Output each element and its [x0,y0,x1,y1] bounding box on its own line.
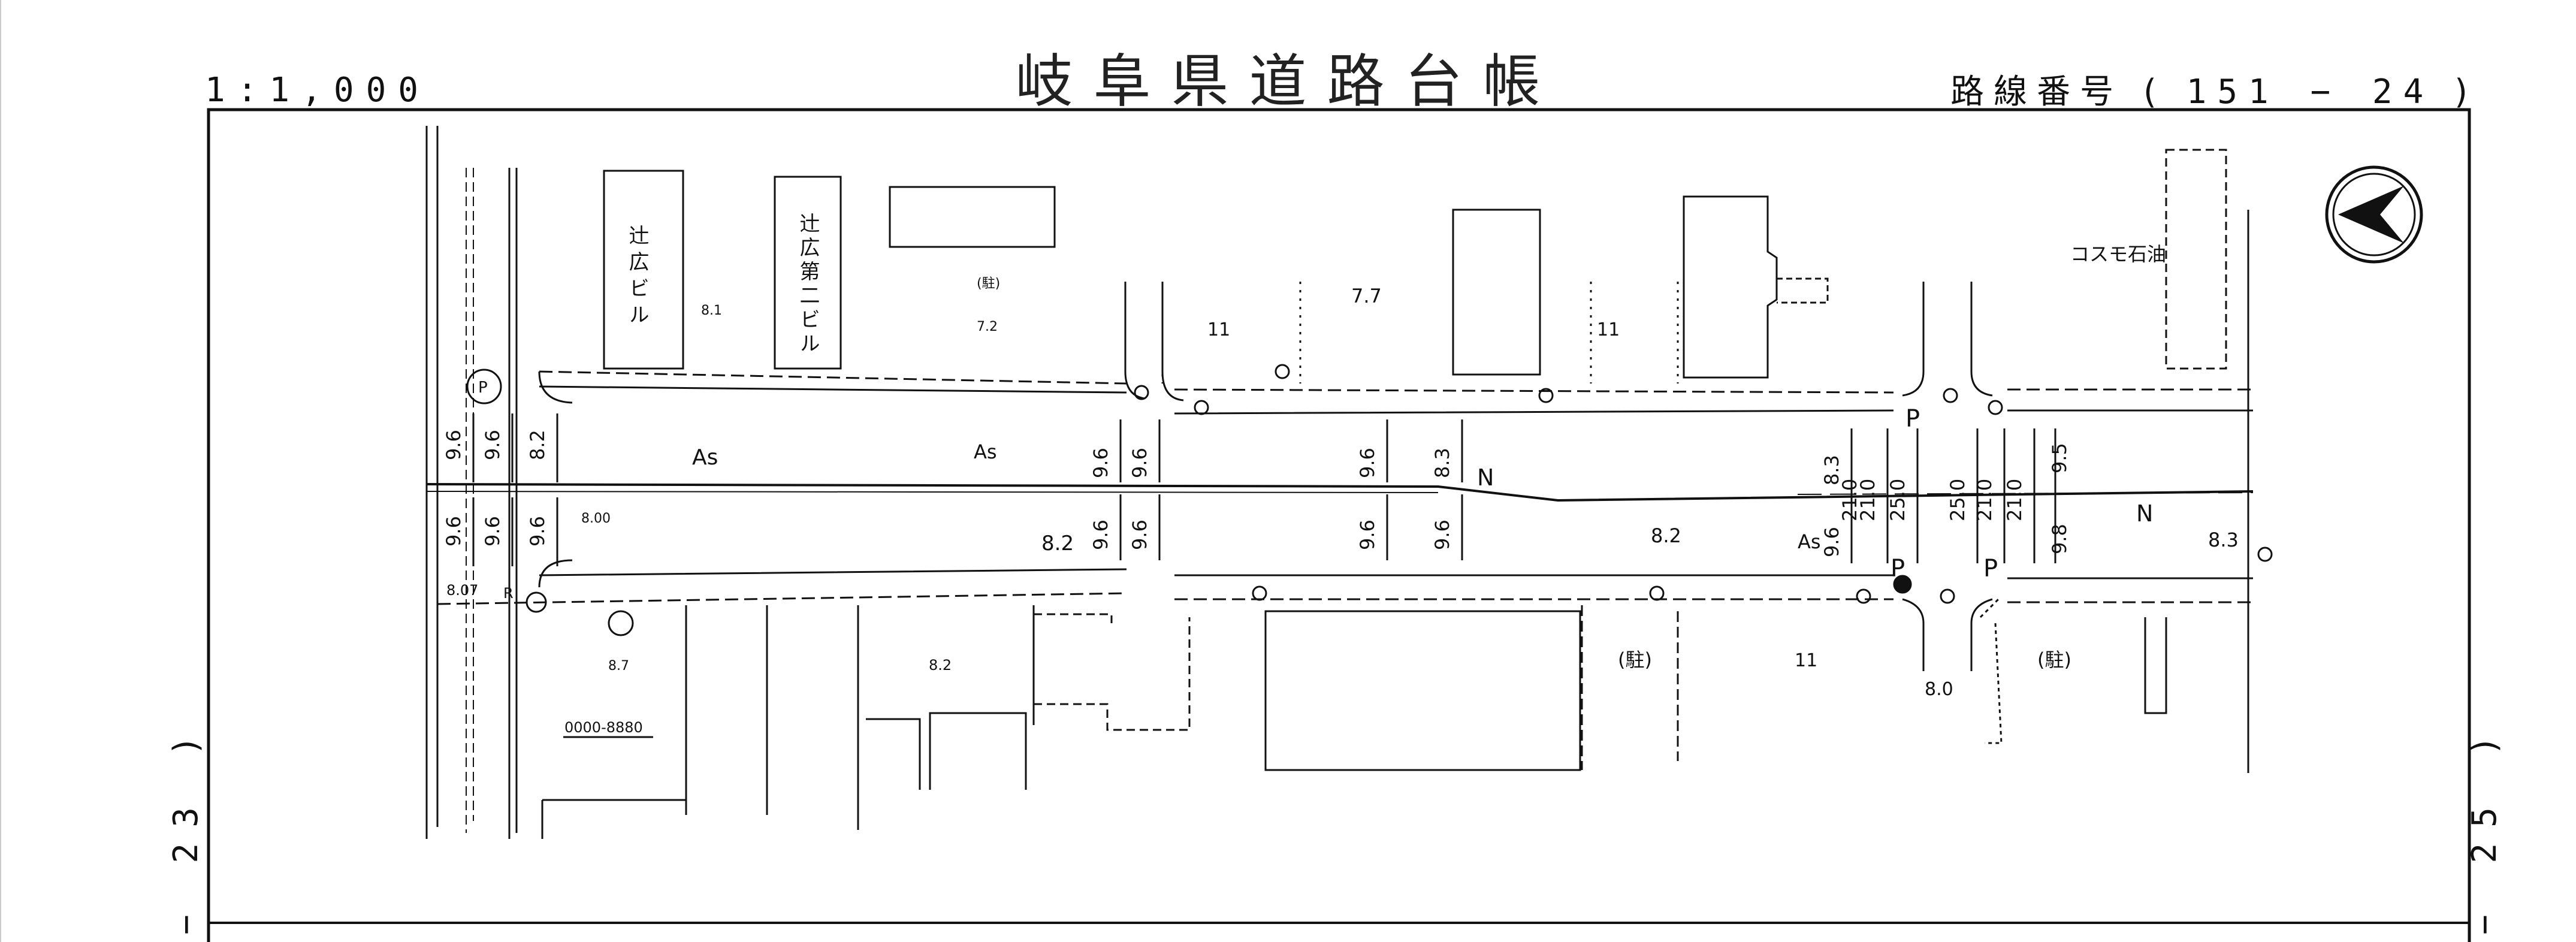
phone-number-label: 0000-8880 [564,719,643,736]
elevation-label: 8.2 [1041,532,1074,555]
pavement-label: As [1798,530,1821,553]
parking-label: (駐) [2037,648,2071,671]
elevation-label: 7.7 [1351,285,1382,307]
lane-width: 9.5 [2048,443,2071,473]
pavement-label: As [974,440,997,463]
lane-width: 9.6 [481,430,504,460]
route-number-label: 路線番号 ( 151 − 24 ) [1950,65,2477,113]
lane-width: 9.6 [526,516,549,547]
route-close-paren: ) [2454,73,2477,111]
direction-label: N [2136,500,2153,527]
tsujihiro-building-outline [603,170,684,370]
lane-width: 9.6 [1820,527,1843,557]
parking-mark: P [1905,405,1920,433]
elevation-label: 8.00 [581,511,611,526]
lane-width: 21.0 [2003,479,2026,521]
parking-mark: P [1891,555,1905,582]
elevation-label: 7.2 [977,319,998,334]
elevation-label: 8.7 [608,659,629,674]
lane-width: 9.6 [1356,448,1379,478]
lane-width: 9.6 [442,516,465,547]
parking-mark: P [1983,555,1998,582]
lane-width: 21.0 [1973,479,1996,521]
elevation-label: 8.2 [1651,524,1681,547]
tsujihiro-building-label: 辻広ビル [625,225,649,330]
lane-widths-top: 9.6 9.6 8.2 9.6 9.6 9.6 8.3 8.3 21.0 25.… [442,430,2071,521]
lane-width: 8.2 [526,430,549,460]
cosmo-oil-outline [2165,149,2227,370]
elevation-label: 8.0 [1925,679,1953,700]
pavement-label: As [692,445,718,470]
wall-mark: 11 [1207,319,1230,340]
radius-mark: R [503,585,514,602]
lane-width: 8.3 [1431,448,1454,478]
lane-width: 9.6 [481,516,504,547]
lane-width: 9.6 [1356,520,1379,550]
map-frame [207,108,2471,942]
lane-width: 21.0 [1838,479,1861,521]
wall-mark: 11 [1597,319,1620,340]
parking-mark: P [478,379,488,397]
point-symbols [466,364,2273,636]
building-outlines [541,149,2249,839]
lane-width: 21.0 [1856,479,1879,521]
lane-width: 9.6 [1089,520,1112,550]
lane-width: 9.6 [1128,520,1151,550]
parking-label: (駐) [1618,648,1652,671]
cosmo-oil-label: コスモ石油 [2070,243,2166,265]
elevation-label: 8.07 [446,582,478,599]
road-edges [425,126,2254,839]
route-open-paren: ( [2143,73,2166,111]
north-arrow-icon [2325,165,2423,264]
lane-width: 9.6 [1431,520,1454,550]
lane-width: 9.6 [442,430,465,460]
lane-width: 9.8 [2048,524,2071,554]
tsujihiro-building-2-outline [774,176,842,370]
wall-mark: 11 [1795,650,1817,671]
lane-width: 9.6 [1089,448,1112,478]
lane-width: 25.0 [1946,479,1969,521]
elevation-label: 8.2 [929,657,952,674]
lane-width: 25.0 [1886,479,1909,521]
parking-label: (駐) [977,276,1000,291]
lane-widths-bottom: 9.6 9.6 9.6 9.6 9.6 9.6 9.6 9.6 21.0 21.… [442,479,2071,557]
tsujihiro-building-2-label: 辻広第二ビル [796,213,820,357]
lane-width: 8.3 [1820,455,1843,485]
elevation-label: 8.3 [2208,529,2239,551]
dimension-lines [472,413,2056,566]
direction-label: N [1477,464,1494,491]
route-label-text: 路線番号 [1950,73,2124,111]
scale-label: 1:1,000 [205,71,431,110]
elevation-label: 8.1 [701,303,722,318]
sheet-title: 岐阜県道路台帳 [1015,48,1561,115]
lane-width: 9.6 [1128,448,1151,478]
route-number-value: 151 − 24 [2186,73,2435,111]
